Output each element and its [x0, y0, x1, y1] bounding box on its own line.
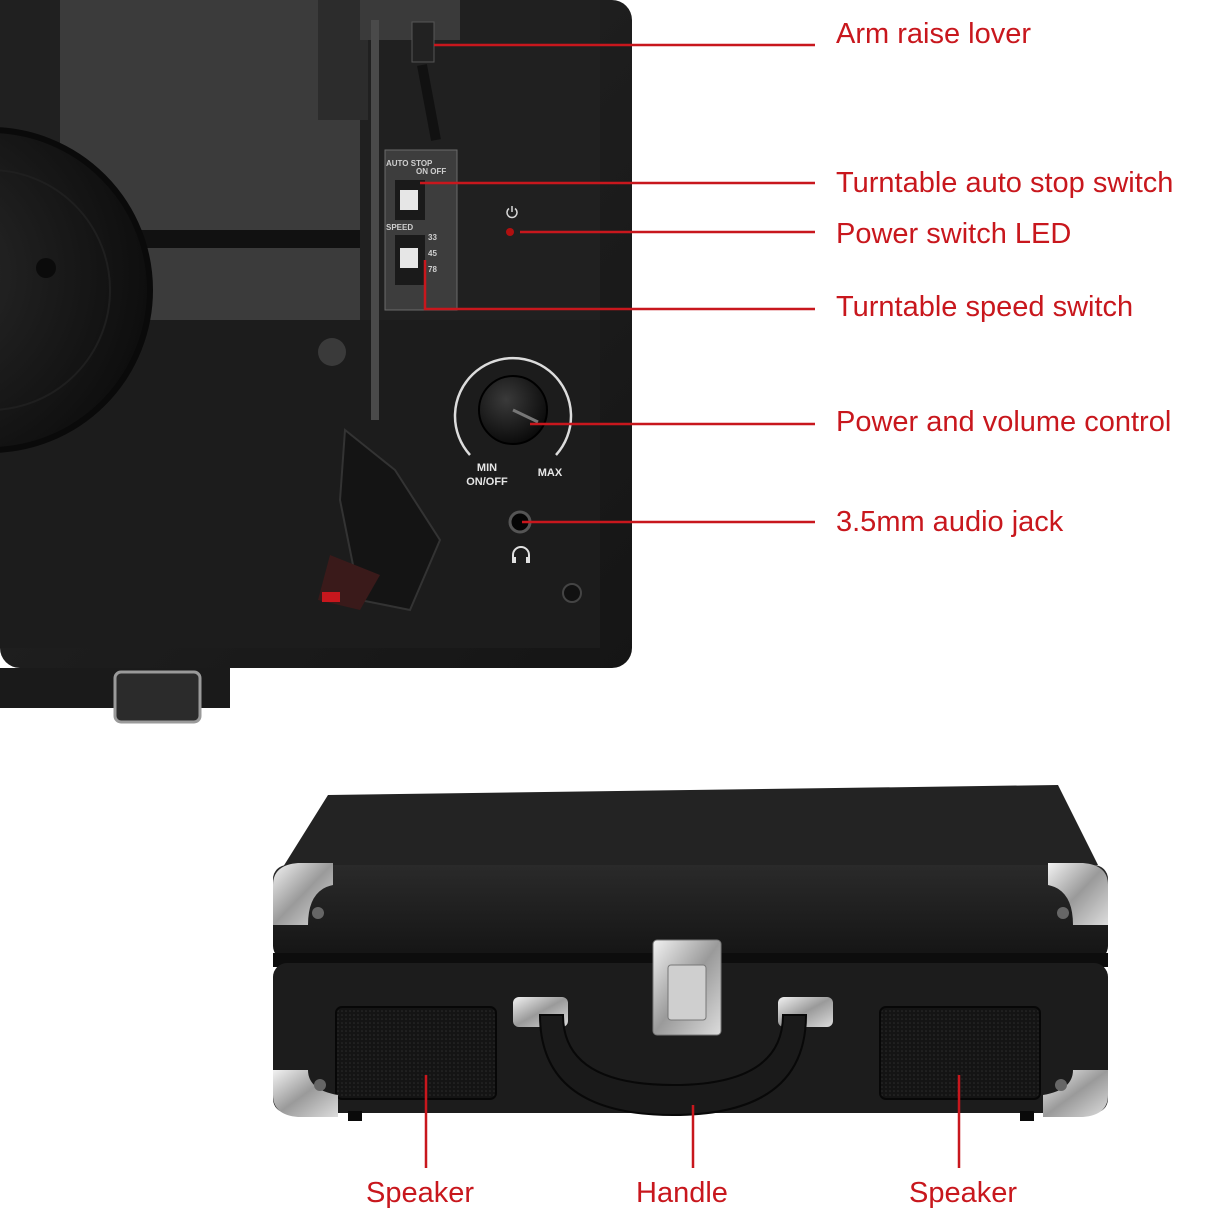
- handle-graphic: [538, 1014, 808, 1117]
- knob-max-label: MAX: [537, 467, 563, 479]
- callout-handle: Handle: [636, 1177, 728, 1209]
- corner-top-left: [273, 863, 333, 925]
- callout-speed-switch: Turntable speed switch: [836, 291, 1134, 323]
- suitcase-photo: [268, 785, 1113, 1140]
- callout-power-led: Power switch LED: [836, 218, 1072, 250]
- tonearm-base: [318, 0, 368, 120]
- callout-auto-stop-switch: Turntable auto stop switch: [836, 167, 1174, 199]
- foot-right: [1020, 1111, 1034, 1121]
- arm-pivot: [318, 338, 346, 366]
- headshell: [338, 428, 442, 612]
- callout-arm-raise-lever: Arm raise lover: [836, 18, 1031, 50]
- speed-78-label: 78: [428, 265, 437, 274]
- corner-bottom-left: [273, 1070, 338, 1117]
- corner-rivet-bl: [314, 1079, 326, 1091]
- lid-front: [273, 865, 1108, 960]
- speed-45-label: 45: [428, 249, 437, 258]
- latch-plate: [667, 964, 707, 1021]
- platter-spindle: [36, 258, 56, 278]
- knob-min-label: MIN: [476, 462, 498, 474]
- platter: [0, 127, 153, 453]
- callout-speaker-right: Speaker: [909, 1177, 1018, 1209]
- corner-rivet-tl: [312, 907, 324, 919]
- lever-handle: [417, 64, 441, 141]
- speed-slider: [400, 248, 418, 268]
- panel-screw: [562, 583, 582, 603]
- turntable-closeup-illustration: [0, 0, 632, 724]
- auto-stop-title: AUTO STOP: [386, 159, 433, 168]
- speed-title: SPEED: [386, 223, 414, 232]
- top-callout-lines: [420, 43, 815, 524]
- turntable-closeup-photo: [0, 0, 640, 735]
- suitcase-illustration: [273, 785, 1108, 1121]
- corner-top-right: [1048, 863, 1108, 925]
- knob-onoff-label: ON/OFF: [466, 476, 508, 488]
- corner-rivet-tr: [1057, 907, 1069, 919]
- volume-dial-arc: [453, 356, 573, 456]
- corner-rivet-br: [1055, 1079, 1067, 1091]
- speed-33-label: 33: [428, 233, 437, 242]
- callout-audio-jack: 3.5mm audio jack: [836, 506, 1064, 538]
- power-led-dot: [506, 228, 514, 236]
- foot-left: [348, 1111, 362, 1121]
- lid-top: [278, 785, 1098, 875]
- speaker-left-grill: [335, 1006, 497, 1100]
- corner-bottom-right: [1043, 1070, 1108, 1117]
- stylus-tip: [322, 592, 340, 602]
- bottom-callout-lines: [424, 1075, 961, 1168]
- speed-switch-line: [423, 260, 815, 311]
- headphones-icon: [512, 546, 530, 563]
- deck-stripe: [100, 230, 360, 248]
- auto-stop-options: ON OFF: [416, 167, 447, 176]
- power-icon: [506, 206, 518, 219]
- knob-indicator: [512, 408, 539, 424]
- callout-speaker-left: Speaker: [366, 1177, 475, 1209]
- hinge: [113, 670, 202, 724]
- auto-stop-slider: [400, 190, 418, 210]
- platter-ring: [0, 169, 111, 411]
- arm-raise-lever-graphic: [411, 21, 435, 63]
- callout-volume-control: Power and volume control: [836, 406, 1172, 438]
